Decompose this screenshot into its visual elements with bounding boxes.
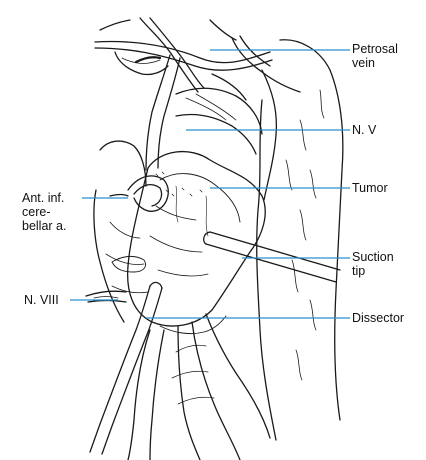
dissector-drawing <box>89 281 163 455</box>
label-n-viii: N. VIII <box>24 293 59 307</box>
petrosal-vein-drawing <box>94 17 301 171</box>
label-n-v: N. V <box>352 123 377 137</box>
leader-lines <box>70 49 350 319</box>
lower-structures-drawing <box>127 313 271 460</box>
label-tumor: Tumor <box>352 181 388 195</box>
aica-drawing <box>109 175 169 212</box>
cerebellum-drawing <box>93 140 149 323</box>
petrous-bone-drawing <box>256 39 344 441</box>
tumor-drawing <box>126 150 266 327</box>
label-suction-tip: Suction tip <box>352 250 394 278</box>
suction-tip-drawing <box>203 231 341 283</box>
label-petrosal-vein: Petrosal vein <box>352 42 398 70</box>
label-dissector: Dissector <box>352 311 405 325</box>
label-ant-inf-cerebellar: Ant. inf. cere- bellar a. <box>22 191 67 233</box>
trigeminal-nerve-drawing <box>175 73 263 155</box>
